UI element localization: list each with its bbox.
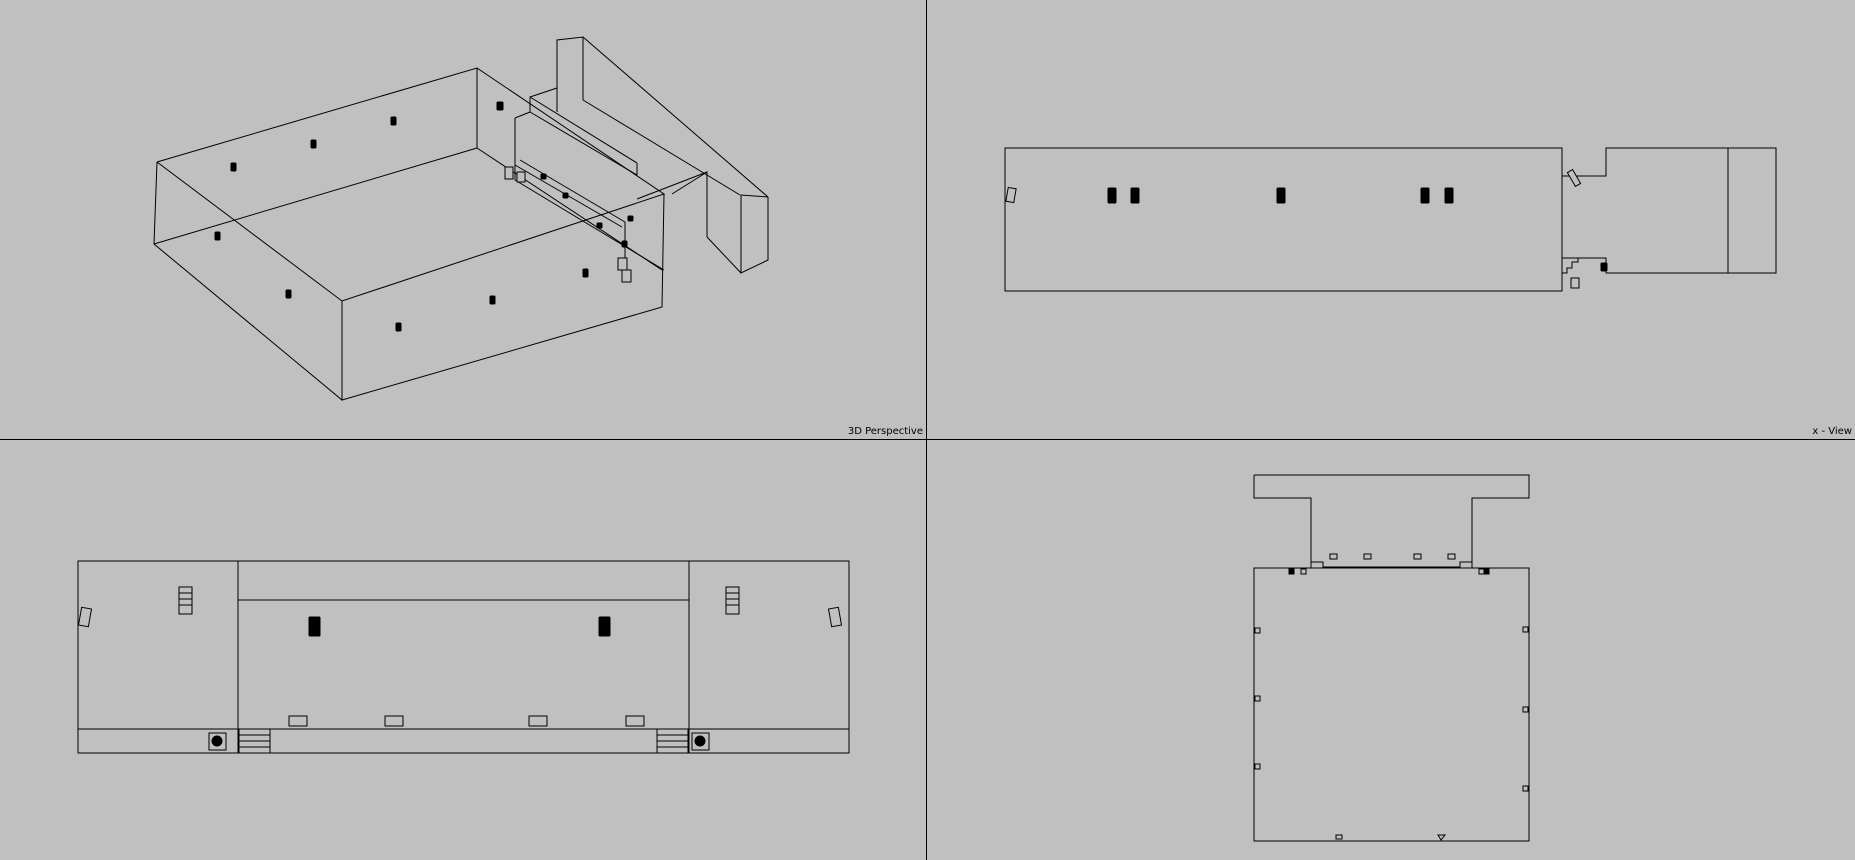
viewport-label: 3D Perspective bbox=[847, 426, 923, 437]
y-view-drawing bbox=[77, 560, 850, 754]
speaker-icons bbox=[77, 586, 843, 727]
speaker-icons bbox=[1254, 553, 1529, 841]
viewport-label: x - View bbox=[1812, 426, 1852, 437]
viewport-x-view[interactable]: x - View bbox=[927, 0, 1855, 439]
viewport-top-view[interactable] bbox=[927, 440, 1855, 860]
speaker-icons bbox=[1005, 168, 1608, 289]
x-view-drawing bbox=[1004, 147, 1777, 292]
stairs-icons bbox=[238, 728, 689, 754]
viewport-3d-perspective[interactable]: 3D Perspective bbox=[0, 0, 926, 439]
room-outline bbox=[1253, 474, 1530, 842]
top-view-drawing bbox=[1253, 474, 1530, 842]
subwoofer-icons bbox=[208, 732, 710, 751]
vertical-divider[interactable] bbox=[926, 0, 927, 860]
annex-wireframe bbox=[514, 36, 769, 274]
room-outline bbox=[1004, 147, 1777, 292]
hall-box-wireframe bbox=[153, 67, 666, 402]
horizontal-divider[interactable] bbox=[0, 439, 1855, 440]
perspective-drawing bbox=[153, 36, 769, 402]
viewport-y-view[interactable] bbox=[0, 440, 926, 860]
room-outline bbox=[77, 560, 850, 754]
speaker-icons bbox=[214, 101, 634, 332]
